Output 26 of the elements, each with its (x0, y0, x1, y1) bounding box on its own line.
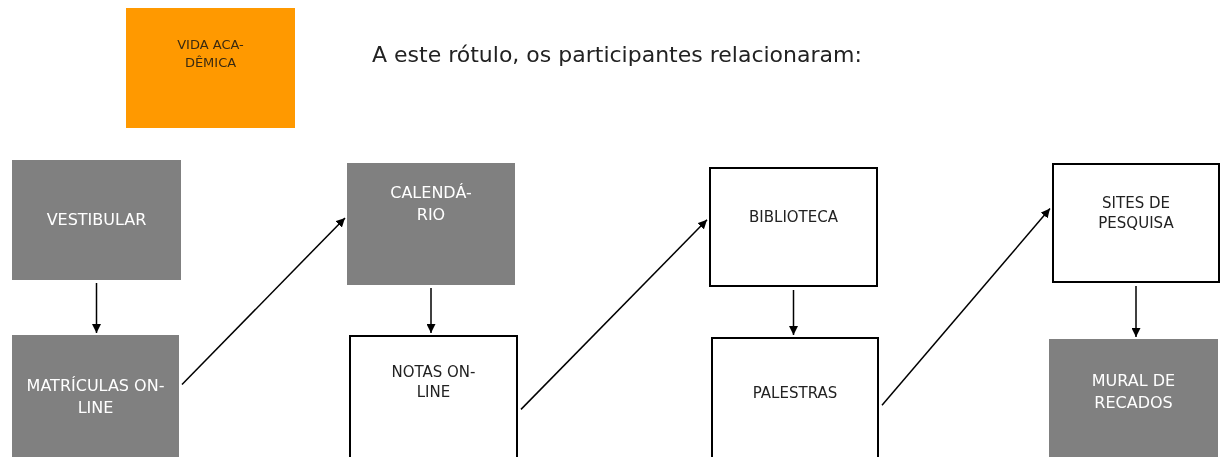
arrow (92, 282, 101, 334)
arrow (881, 207, 1051, 407)
arrow (520, 219, 708, 411)
box-label: NOTAS ON-LINE (390, 361, 477, 403)
process-box (12, 160, 181, 280)
arrow (1131, 285, 1141, 338)
arrow (426, 287, 436, 334)
process-box (347, 163, 515, 285)
process-box (711, 337, 879, 457)
label-box (126, 8, 295, 128)
arrow (789, 289, 798, 336)
box-label: VIDA ACA- DÊMICA (176, 36, 245, 72)
heading-text: A este rótulo, os participantes relacionaram: (372, 42, 862, 67)
box-label: PALESTRAS (752, 382, 838, 404)
box-label: VESTIBULAR (46, 209, 147, 231)
process-box (12, 335, 179, 457)
box-label: BIBLIOTECA (749, 206, 838, 228)
process-box (1049, 339, 1218, 457)
box-label: MURAL DE RECADOS (1090, 369, 1177, 414)
process-box (709, 167, 878, 287)
box-label: SITES DE PESQUISA (1097, 192, 1175, 234)
box-label: MATRÍCULAS ON-LINE (25, 375, 166, 419)
process-box (1052, 163, 1220, 283)
box-label: CALENDÁ- RIO (389, 182, 473, 226)
process-box (349, 335, 518, 457)
arrow (181, 217, 346, 386)
